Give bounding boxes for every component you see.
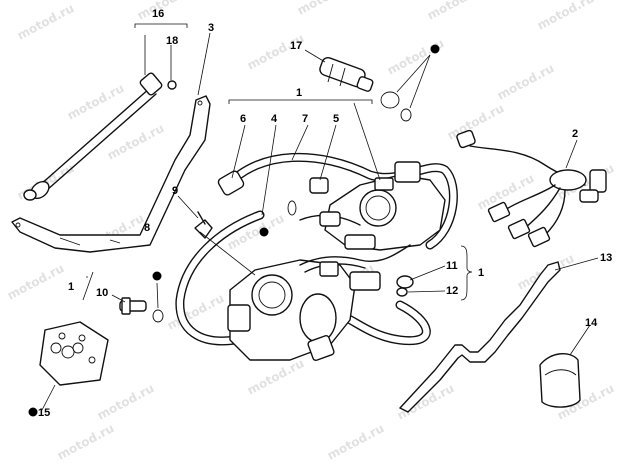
part-11-sensor: [396, 275, 414, 289]
bullet-marker-orings: [430, 44, 440, 54]
watermark-text: motod.ru: [135, 0, 197, 23]
part-17-injector: [304, 49, 374, 92]
callout-14: 14: [585, 317, 598, 329]
callout-8: 8: [144, 222, 150, 234]
watermark-text: motod.ru: [425, 0, 487, 23]
watermark-text: motod.ru: [55, 421, 117, 463]
watermark-text: motod.ru: [295, 0, 357, 18]
watermark-text: motod.ru: [95, 381, 157, 423]
callout-1-top: 1: [296, 87, 302, 99]
callout-3: 3: [208, 22, 214, 34]
callout-12: 12: [446, 285, 458, 297]
bullet-marker-bolt: [152, 271, 162, 281]
callout-4: 4: [271, 113, 278, 125]
bullet-marker-hose: [259, 227, 269, 237]
watermark-text: motod.ru: [15, 1, 77, 43]
callout-10: 10: [96, 287, 108, 299]
callout-18: 18: [166, 35, 178, 47]
callout-9: 9: [172, 185, 178, 197]
watermark-text: motod.ru: [105, 121, 167, 163]
o-rings-injector: [380, 54, 431, 122]
callout-13: 13: [600, 252, 612, 264]
part-18-washer: [167, 80, 177, 90]
part-1-throttle-body-assembly: [175, 99, 473, 362]
watermark-text: motod.ru: [535, 0, 597, 33]
callout-16: 16: [152, 8, 164, 20]
bullet-markers: [28, 44, 440, 417]
callout-2: 2: [572, 128, 578, 140]
part-2-wiring-harness: [456, 129, 607, 248]
part-3-bracket: [11, 32, 211, 253]
callout-17: 17: [290, 40, 302, 52]
watermark-text: motod.ru: [445, 101, 507, 143]
callout-5: 5: [333, 113, 339, 125]
callout-1-right: 1: [478, 267, 484, 279]
callout-6: 6: [240, 113, 246, 125]
watermark-text: motod.ru: [5, 261, 67, 303]
watermark-text: motod.ru: [165, 291, 227, 333]
watermark-text: motod.ru: [495, 61, 557, 103]
part-16-rod-assembly: [23, 23, 188, 201]
part-15-gasket: [39, 321, 109, 411]
bullet-marker-gasket: [28, 407, 38, 417]
callout-11: 11: [446, 260, 458, 272]
watermark-text: motod.ru: [245, 356, 307, 398]
part-13-strap: [399, 257, 599, 413]
callout-1-left: 1: [68, 281, 74, 293]
watermark-text: motod.ru: [325, 421, 387, 463]
part-10-bolt: [82, 271, 164, 323]
callout-15: 15: [38, 407, 50, 419]
part-14-cover: [539, 324, 591, 408]
part-12-plug: [396, 287, 408, 297]
callout-7: 7: [302, 113, 308, 125]
callout-labels: 16 18 3 17 1 6 4 7 5 2 9 8 11 12 1 13 1 …: [38, 8, 612, 419]
